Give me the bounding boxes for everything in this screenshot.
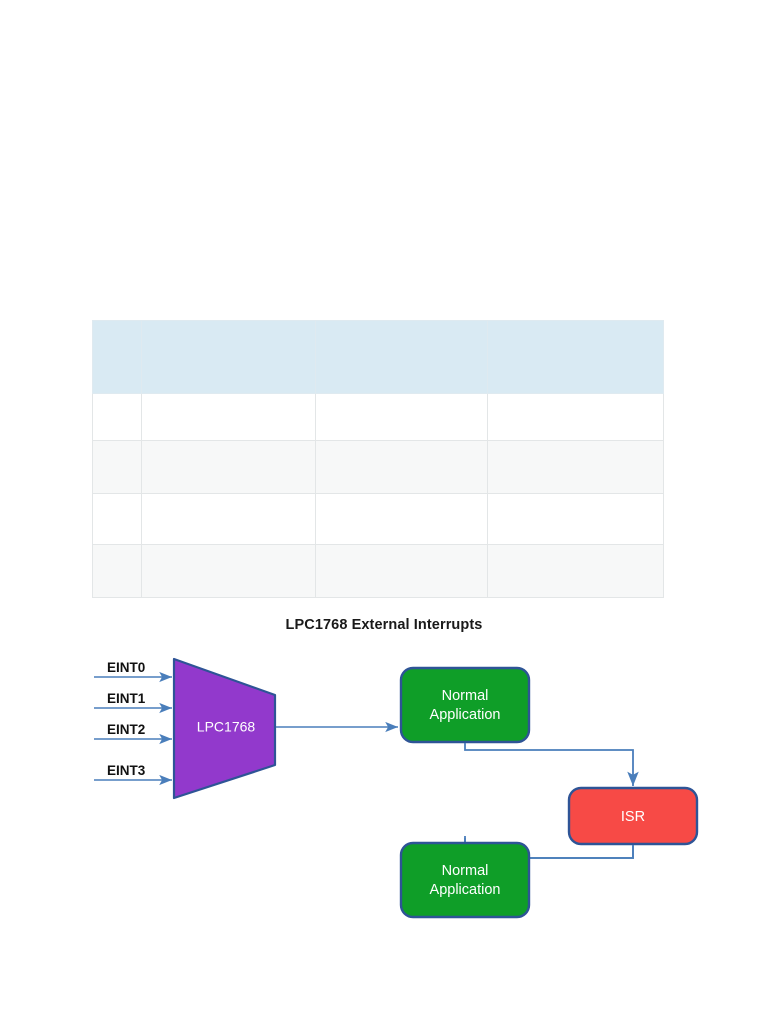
table-header <box>92 320 664 394</box>
diagram-title: LPC1768 External Interrupts <box>285 617 483 633</box>
table-cell <box>487 393 664 441</box>
interrupt-block-diagram: LPC1768 External Interrupts <box>0 600 768 940</box>
table-cell <box>141 544 316 598</box>
table-body <box>92 393 664 598</box>
normal-application-bottom-label-line1: Normal <box>442 863 489 879</box>
table-cell <box>315 393 488 441</box>
table-header-cell-0 <box>92 320 142 394</box>
table-cell <box>92 544 142 598</box>
table-header-cell-1 <box>141 320 316 394</box>
mcu-label: LPC1768 <box>197 719 256 735</box>
table-cell <box>141 393 316 441</box>
label-eint3: EINT3 <box>107 763 146 778</box>
table-cell <box>487 440 664 494</box>
isr-label: ISR <box>621 809 645 825</box>
table-row <box>92 493 664 545</box>
diagram-canvas: EINT0 EINT1 EINT2 EINT3 LPC1768 Normal A… <box>94 657 699 919</box>
table-cell <box>141 440 316 494</box>
table-cell <box>315 544 488 598</box>
normal-application-top-label-line2: Application <box>430 707 501 723</box>
data-table <box>92 320 664 598</box>
table-row <box>92 393 664 441</box>
normal-application-bottom-box <box>399 841 531 919</box>
data-table-container <box>92 320 664 598</box>
table-header-row <box>92 320 664 394</box>
table-cell <box>315 493 488 545</box>
normal-application-top-label-line1: Normal <box>442 688 489 704</box>
table-row <box>92 440 664 494</box>
table-cell <box>487 493 664 545</box>
table-cell <box>92 493 142 545</box>
connector-normal-app-to-isr <box>464 743 639 786</box>
table-cell <box>315 440 488 494</box>
isr-box <box>567 786 699 846</box>
table-header-cell-3 <box>487 320 664 394</box>
label-eint0: EINT0 <box>107 660 145 675</box>
table-cell <box>487 544 664 598</box>
table-cell <box>141 493 316 545</box>
table-row <box>92 544 664 598</box>
table-cell <box>92 440 142 494</box>
table-cell <box>92 393 142 441</box>
label-eint1: EINT1 <box>107 691 146 706</box>
label-eint2: EINT2 <box>107 722 145 737</box>
normal-application-bottom-label-line2: Application <box>430 882 501 898</box>
normal-application-top-box <box>399 666 531 744</box>
table-header-cell-2 <box>315 320 488 394</box>
mcu-trapezoid <box>172 657 277 800</box>
